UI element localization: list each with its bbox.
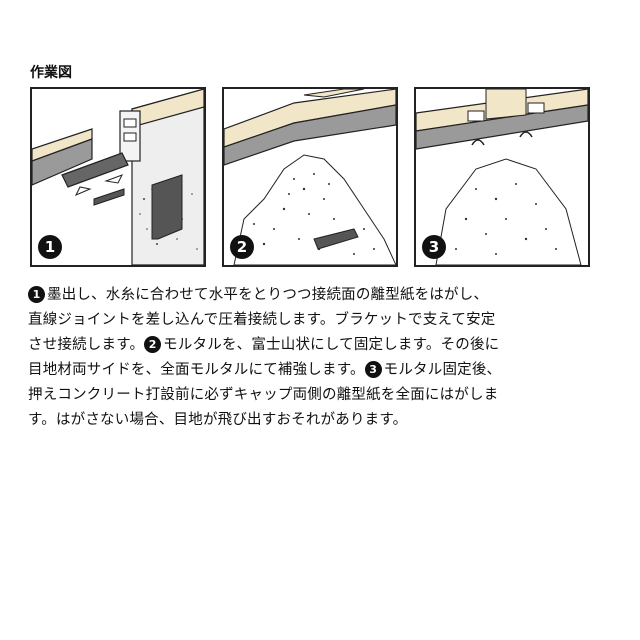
step-3-drawing [416, 89, 588, 265]
desc-line-6: す。はがさない場合、目地が飛び出すおそれがあります。 [28, 412, 408, 428]
step-1-badge: 1 [38, 235, 62, 259]
step-2-badge: 2 [230, 235, 254, 259]
step-2-drawing [224, 89, 396, 265]
step-3-inline-number: 3 [364, 361, 382, 378]
step-1-inline-number: 1 [28, 286, 45, 303]
step-1-illustration: 1 [30, 87, 206, 267]
desc-line-5: 押えコンクリート打設前に必ずキャップ両側の離型紙を全面にはがしま [28, 387, 499, 403]
desc-line-2: 直線ジョイントを差し込んで圧着接続します。ブラケットで支えて安定 [28, 312, 496, 328]
step-3-illustration: 3 [414, 87, 590, 267]
step-2-inline-number: 2 [144, 336, 162, 353]
step-1-drawing [32, 89, 204, 265]
step-3-badge: 3 [422, 235, 446, 259]
step-2-illustration: 2 [222, 87, 398, 267]
section-title: 作業図 [30, 65, 72, 81]
